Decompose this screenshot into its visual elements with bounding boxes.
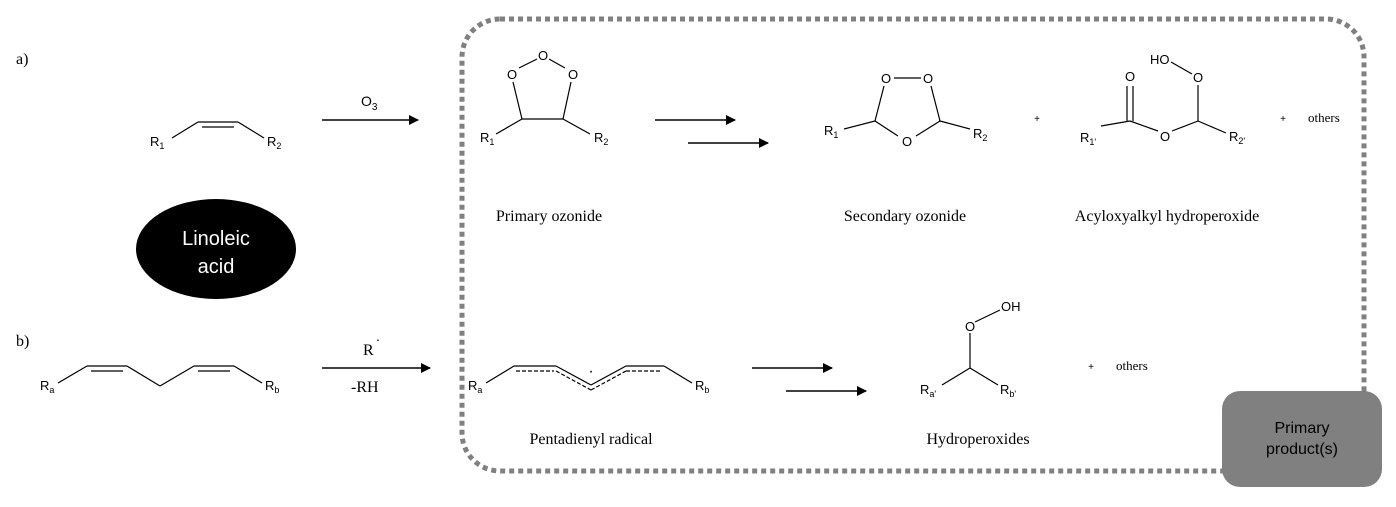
svg-text:Rb': Rb'	[1000, 382, 1016, 399]
acyloxyalkyl-hydroperoxide-structure: O O O HO R1' R2'	[1080, 52, 1245, 147]
svg-text:R1': R1'	[1080, 130, 1096, 147]
alkene-reactant-a: R1 R2	[150, 121, 281, 151]
svg-text:Ra': Ra'	[920, 382, 936, 399]
primary-ozonide-caption: Primary ozonide	[496, 208, 602, 225]
svg-text:O: O	[881, 71, 891, 86]
svg-text:R1: R1	[480, 130, 494, 147]
plus-sign-a2: +	[1280, 114, 1286, 125]
primary-product-badge	[1222, 391, 1382, 487]
plus-sign-b: +	[1088, 362, 1094, 373]
rh-loss-label: -RH	[351, 379, 379, 396]
svg-text:O: O	[538, 48, 548, 63]
svg-text:O: O	[507, 67, 517, 82]
svg-text:O: O	[965, 319, 975, 334]
products-dashed-box	[459, 16, 1367, 474]
panel-label-a: a)	[16, 51, 28, 68]
primary-ozonide-structure: O O O R1 R2	[480, 48, 608, 147]
linoleic-label-line1: Linoleic	[182, 228, 250, 250]
acyloxyalkyl-caption: Acyloxyalkyl hydroperoxide	[1075, 208, 1259, 225]
others-label-a: others	[1308, 110, 1340, 125]
svg-text:Ra: Ra	[468, 378, 482, 395]
secondary-ozonide-caption: Secondary ozonide	[844, 208, 966, 225]
radical-reagent: R·	[363, 334, 380, 359]
svg-text:·: ·	[588, 363, 593, 380]
primary-product-line2: product(s)	[1266, 441, 1338, 458]
svg-text:R2: R2	[973, 126, 987, 143]
plus-sign-a1: +	[1034, 114, 1040, 125]
svg-text:HO: HO	[1150, 52, 1170, 67]
svg-text:O: O	[923, 71, 933, 86]
pentadienyl-radical-structure: · Ra Rb	[468, 363, 709, 395]
diene-reactant-b: Ra Rb	[40, 365, 279, 395]
hydroperoxide-structure: O OH Ra' Rb'	[920, 299, 1021, 399]
others-label-b: others	[1116, 358, 1148, 373]
hydroperoxides-caption: Hydroperoxides	[926, 431, 1029, 448]
linoleic-label-line2: acid	[198, 256, 235, 278]
svg-text:O: O	[1160, 129, 1170, 144]
primary-product-line1: Primary	[1274, 420, 1329, 437]
svg-text:R2': R2'	[1229, 129, 1245, 146]
svg-text:R2: R2	[594, 130, 608, 147]
svg-text:OH: OH	[1001, 299, 1021, 314]
svg-text:Rb: Rb	[265, 378, 279, 395]
r1-label: R1	[150, 134, 164, 151]
svg-text:O: O	[1125, 69, 1135, 84]
ozone-reagent: O3	[361, 93, 378, 113]
svg-text:Ra: Ra	[40, 378, 54, 395]
svg-text:O: O	[568, 67, 578, 82]
svg-text:R1: R1	[824, 123, 838, 140]
svg-text:Rb: Rb	[695, 378, 709, 395]
secondary-ozonide-structure: O O O R1 R2	[824, 71, 987, 149]
linoleic-acid-badge	[136, 199, 296, 299]
pentadienyl-caption: Pentadienyl radical	[529, 431, 653, 448]
r2-label: R2	[267, 134, 281, 151]
svg-text:O: O	[902, 134, 912, 149]
svg-text:O: O	[1193, 70, 1203, 85]
panel-label-b: b)	[16, 333, 29, 350]
